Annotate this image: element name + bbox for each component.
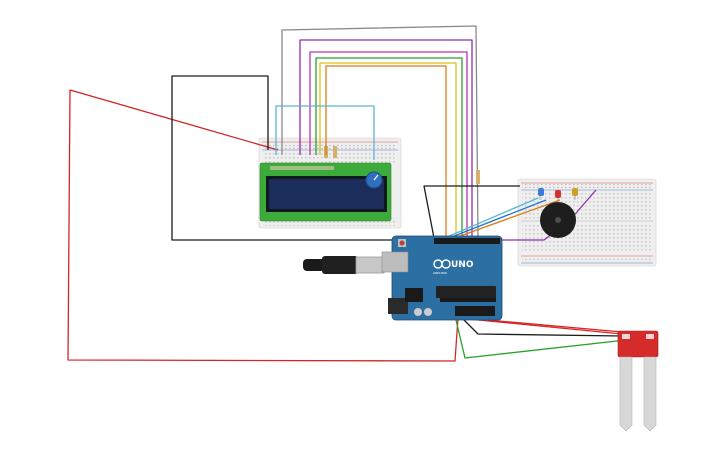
- soil-moisture-sensor: [617, 330, 659, 432]
- wire-black-sensor: [461, 317, 623, 337]
- wire-cyan-led: [439, 197, 539, 241]
- potentiometer-knob: [373, 174, 379, 181]
- wire-gray: [281, 25, 479, 239]
- led-red-icon: [555, 190, 561, 202]
- wire-orange-led: [448, 199, 561, 241]
- wire-blue-led: [443, 199, 547, 241]
- wire-black-loop: [171, 75, 398, 241]
- wire-cyan: [275, 105, 375, 160]
- wire-magenta: [309, 51, 468, 238]
- wire-purple: [299, 39, 473, 238]
- wire-red-long: [67, 89, 623, 362]
- arduino-uno: UNO ARDUINO: [381, 235, 503, 321]
- leds: [538, 188, 578, 202]
- buzzer-icon: [540, 202, 576, 238]
- wire-black-right: [423, 185, 520, 239]
- wire-green-sensor: [455, 319, 627, 359]
- wire-red-sensor: [487, 319, 623, 333]
- arduino-logo-icon: [433, 259, 451, 269]
- resistor-icon: [333, 146, 337, 158]
- arduino-brand-label: ARDUINO: [433, 271, 448, 275]
- wire-orange-lcd: [325, 65, 447, 238]
- wire-yellow: [319, 62, 457, 238]
- wires: [67, 25, 627, 362]
- arduino-uno-label: UNO: [451, 260, 474, 270]
- usb-cable: [303, 256, 385, 274]
- lcd-display: [259, 162, 392, 222]
- resistor-icon: [476, 170, 480, 184]
- led-blue-icon: [538, 188, 544, 200]
- led-yellow-icon: [572, 188, 578, 200]
